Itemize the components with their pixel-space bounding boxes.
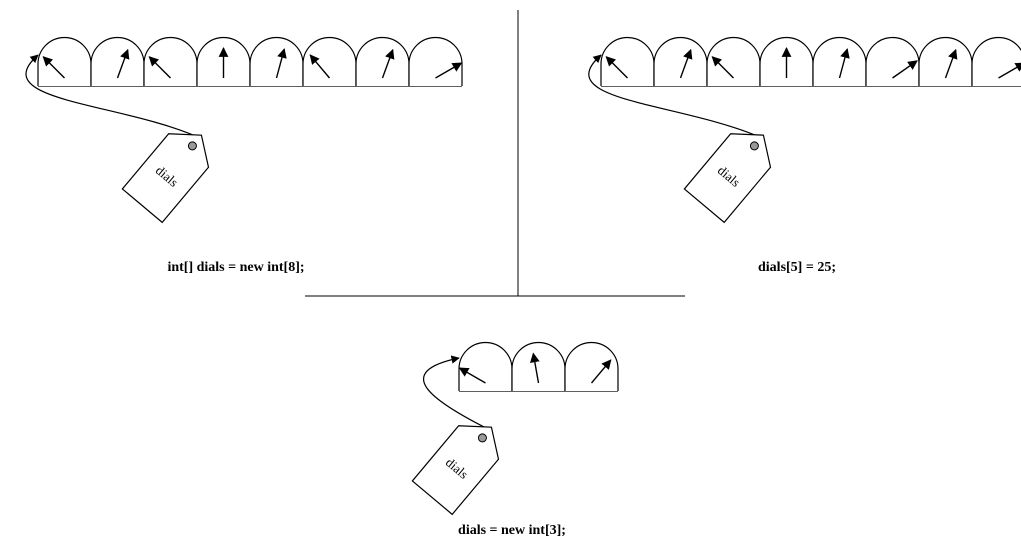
array-cell-dial xyxy=(143,36,198,86)
dial-needle xyxy=(944,48,958,79)
dial-needle xyxy=(435,62,463,79)
caption-declare: int[] dials = new int[8]; xyxy=(167,260,304,275)
tag-hole xyxy=(749,141,759,151)
tag-body xyxy=(411,425,500,516)
panel-declare: dials xyxy=(25,36,463,224)
reference-arrow xyxy=(25,54,201,139)
dial-needle xyxy=(275,48,287,79)
dial-needle xyxy=(381,48,395,79)
caption-assign: dials[5] = 25; xyxy=(758,260,836,275)
tag-hole xyxy=(187,141,197,151)
dial-needle xyxy=(590,359,612,384)
variable-tag: dials xyxy=(121,133,210,224)
dial-needle xyxy=(605,56,628,79)
array-cell-dial xyxy=(600,36,655,86)
caption-reassign: dials = new int[3]; xyxy=(458,523,566,538)
array-cell-dial xyxy=(408,36,463,86)
array-cell-dial xyxy=(706,36,761,86)
dial-needle xyxy=(998,62,1021,79)
array-cell-dial xyxy=(918,36,973,86)
array-cell-dial xyxy=(511,341,566,391)
array-cell-dial xyxy=(564,341,619,391)
dial-needle xyxy=(148,56,171,79)
variable-tag: dials xyxy=(683,133,772,224)
dial-needle xyxy=(309,54,331,79)
dial-needle xyxy=(892,60,918,79)
array-cell-dial xyxy=(302,36,357,86)
array-cell-dial xyxy=(458,341,513,391)
array-cell-dial xyxy=(90,36,145,86)
reference-arrow xyxy=(423,355,491,431)
dial-needle xyxy=(529,352,540,384)
dial-needle xyxy=(42,56,65,79)
panel-assign: dials xyxy=(588,36,1021,224)
array-cell-dial xyxy=(355,36,410,86)
array-cell-dial xyxy=(865,36,920,86)
dial-needle xyxy=(838,48,850,79)
dial-needle xyxy=(711,56,734,79)
tag-body xyxy=(683,133,772,224)
array-cell-dial xyxy=(653,36,708,86)
reference-arrow xyxy=(588,54,763,139)
dial-needle xyxy=(458,367,486,384)
array-cell-dial xyxy=(971,36,1021,86)
panel-reassign: dials xyxy=(411,341,619,516)
array-cell-dial xyxy=(812,36,867,86)
tag-hole xyxy=(477,433,487,443)
tag-body xyxy=(121,133,210,224)
variable-tag: dials xyxy=(411,425,500,516)
dial-needle xyxy=(679,48,693,79)
dial-needle xyxy=(116,48,130,79)
array-cell-dial xyxy=(37,36,92,86)
array-cell-dial xyxy=(249,36,304,86)
